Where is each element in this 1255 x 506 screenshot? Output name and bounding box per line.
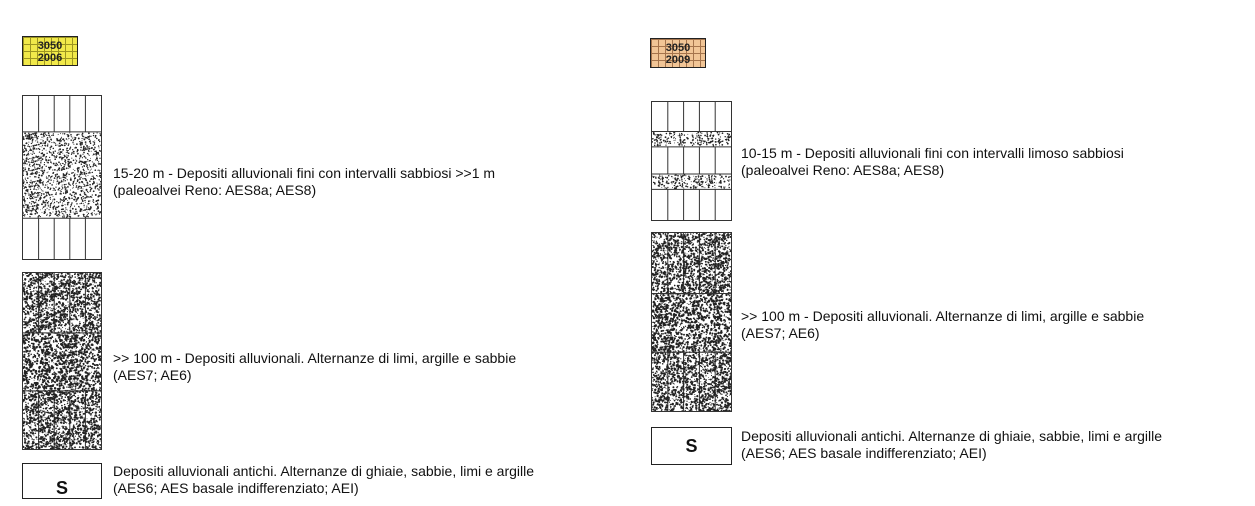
unit-label-alternating-deposits-right: >> 100 m - Depositi alluvionali. Alterna… bbox=[741, 308, 1144, 342]
lithology-column-fine-deposits-right bbox=[651, 101, 732, 221]
unit-label-fine-deposits-right: 10-15 m - Depositi alluvionali fini con … bbox=[741, 145, 1124, 179]
unit-label-line2: (paleoalvei Reno: AES8a; AES8) bbox=[741, 162, 1124, 179]
symbol-s: S bbox=[56, 478, 68, 498]
lithology-column-alternating-deposits-right bbox=[651, 232, 732, 412]
symbol-s: S bbox=[685, 436, 697, 456]
unit-label-fine-deposits-left: 15-20 m - Depositi alluvionali fini con … bbox=[113, 165, 495, 199]
lithology-column-alternating-deposits-left bbox=[22, 272, 102, 450]
unit-label-line2: (AES6; AES basale indifferenziato; AEI) bbox=[113, 480, 534, 497]
unit-label-line2: (AES7; AE6) bbox=[113, 367, 516, 384]
unit-label-line1: Depositi alluvionali antichi. Alternanze… bbox=[741, 428, 1162, 445]
unit-label-line1: 15-20 m - Depositi alluvionali fini con … bbox=[113, 165, 495, 182]
badge-line1: 3050 bbox=[651, 42, 705, 54]
legend-panel-right: 3050 2009 10-15 m - Depositi alluvionali… bbox=[630, 0, 1255, 505]
badge-line2: 2006 bbox=[23, 52, 77, 64]
lithology-pattern bbox=[23, 273, 101, 449]
unit-label-ancient-deposits-left: Depositi alluvionali antichi. Alternanze… bbox=[113, 463, 534, 497]
symbol-box-ancient-deposits-right: S bbox=[651, 427, 732, 465]
unit-label-ancient-deposits-right: Depositi alluvionali antichi. Alternanze… bbox=[741, 428, 1162, 462]
unit-label-line1: >> 100 m - Depositi alluvionali. Alterna… bbox=[113, 350, 516, 367]
badge-line1: 3050 bbox=[23, 40, 77, 52]
lithology-pattern bbox=[23, 96, 101, 259]
symbol-box-ancient-deposits-left: S bbox=[22, 463, 102, 499]
legend-panel-left: 3050 2006 15-20 m - Depositi alluvionali… bbox=[0, 0, 630, 505]
unit-label-line1: >> 100 m - Depositi alluvionali. Alterna… bbox=[741, 308, 1144, 325]
unit-label-line1: Depositi alluvionali antichi. Alternanze… bbox=[113, 463, 534, 480]
unit-label-line1: 10-15 m - Depositi alluvionali fini con … bbox=[741, 145, 1124, 162]
unit-label-alternating-deposits-left: >> 100 m - Depositi alluvionali. Alterna… bbox=[113, 350, 516, 384]
lithology-pattern bbox=[652, 102, 731, 220]
lithology-pattern bbox=[652, 233, 731, 411]
unit-label-line2: (paleoalvei Reno: AES8a; AES8) bbox=[113, 182, 495, 199]
badge-line2: 2009 bbox=[651, 54, 705, 66]
lithology-column-fine-deposits-left bbox=[22, 95, 102, 260]
section-badge-left: 3050 2006 bbox=[22, 36, 78, 66]
section-badge-right: 3050 2009 bbox=[650, 38, 706, 68]
unit-label-line2: (AES6; AES basale indifferenziato; AEI) bbox=[741, 445, 1162, 462]
unit-label-line2: (AES7; AE6) bbox=[741, 325, 1144, 342]
